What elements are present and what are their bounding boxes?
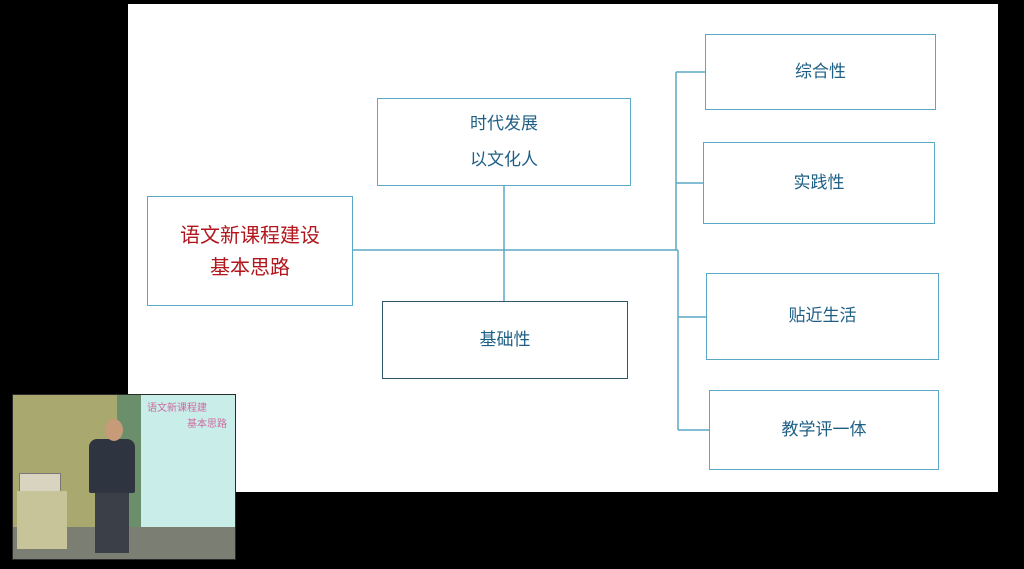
- main-node-line1: 语文新课程建设: [180, 223, 320, 247]
- main-node-line2: 基本思路: [210, 255, 290, 279]
- right-node: 综合性: [705, 34, 936, 110]
- bottom-node-label: 基础性: [479, 329, 531, 350]
- top-node-line1: 时代发展: [470, 113, 538, 134]
- camera-screen-text-line2: 基本思路: [187, 419, 227, 430]
- right-node-label: 教学评一体: [781, 419, 867, 440]
- camera-podium: [17, 491, 67, 549]
- right-node-label: 综合性: [795, 61, 846, 82]
- right-node: 贴近生活: [706, 273, 939, 360]
- top-node-line2: 以文化人: [470, 150, 538, 170]
- speaker-body: [89, 439, 135, 493]
- camera-screen-text-line1: 语文新课程建: [147, 403, 207, 414]
- right-node-label: 贴近生活: [788, 306, 857, 327]
- speaker-head: [105, 419, 123, 441]
- top-node: 时代发展 以文化人: [377, 98, 631, 186]
- right-node-label: 实践性: [793, 172, 845, 193]
- speaker-camera-inset: 语文新课程建 基本思路: [12, 394, 236, 560]
- main-node: 语文新课程建设 基本思路: [147, 196, 353, 306]
- right-node: 教学评一体: [709, 390, 939, 470]
- bottom-node: 基础性: [382, 301, 628, 379]
- camera-projection-screen: 语文新课程建 基本思路: [141, 395, 235, 535]
- right-node: 实践性: [703, 142, 935, 224]
- camera-laptop: [19, 473, 61, 493]
- speaker-legs: [95, 491, 129, 553]
